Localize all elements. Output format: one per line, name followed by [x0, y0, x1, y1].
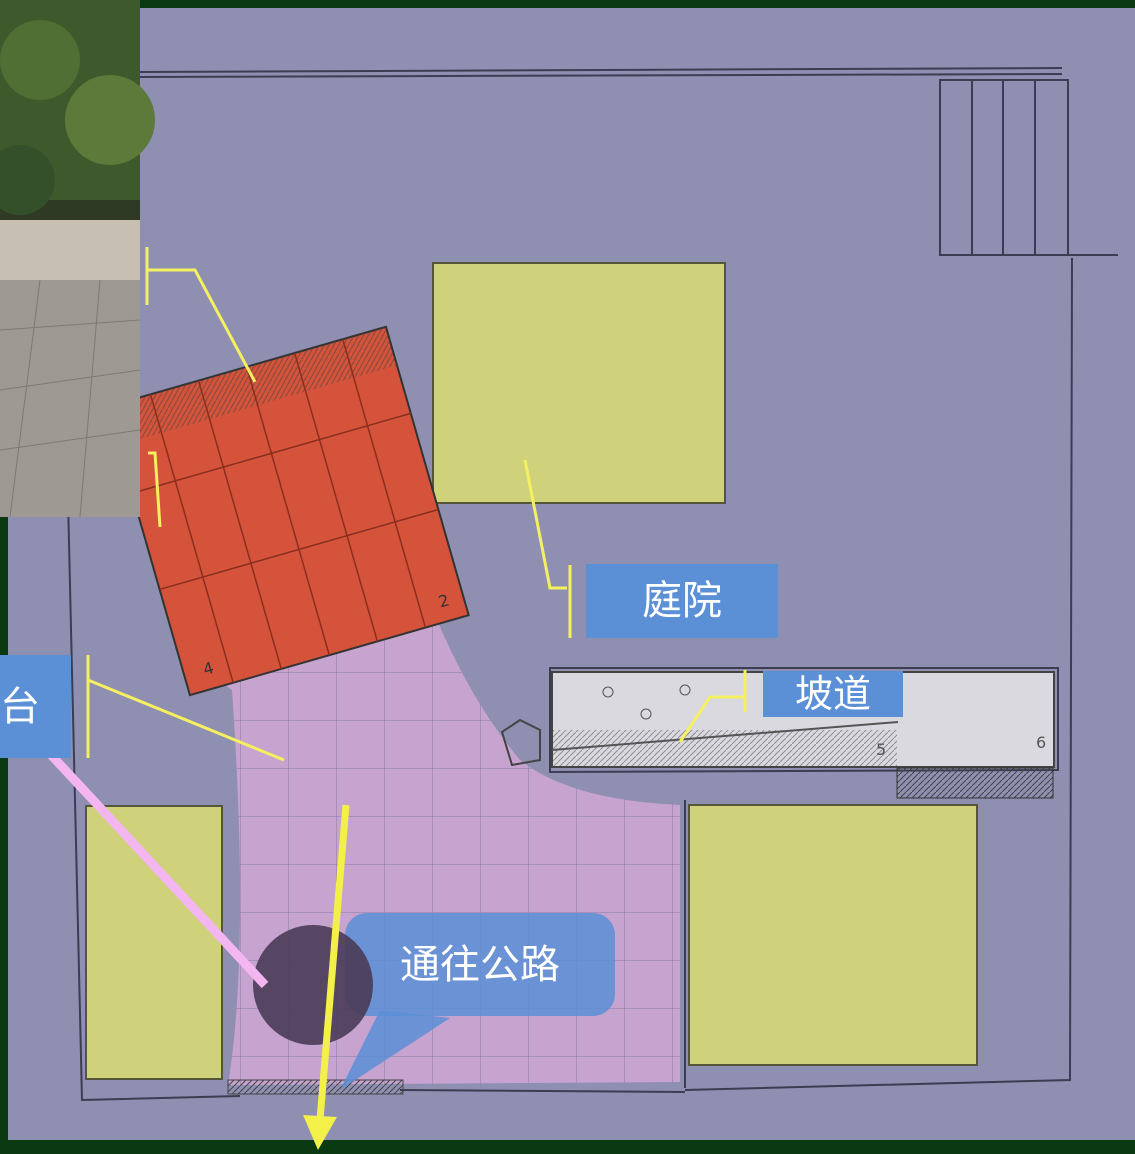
- plan-number-4: 4: [201, 658, 216, 679]
- stair-block: [939, 79, 1118, 256]
- site-boundary: [67, 67, 1073, 1102]
- plan-number-6: 6: [1036, 733, 1046, 752]
- location-marker: [253, 925, 373, 1045]
- building-block-bottom-right: [688, 804, 978, 1066]
- photo-inset: [0, 0, 155, 518]
- building-block-top: [432, 262, 726, 504]
- plan-number-2: 2: [436, 590, 451, 611]
- leader-lines: [86, 247, 747, 762]
- road-callout-bubble: [345, 913, 615, 1016]
- courtyard-label: 庭院: [586, 564, 778, 638]
- ramp-label: 坡道: [763, 671, 903, 717]
- terrace-label: 台: [0, 655, 71, 758]
- plan-number-5: 5: [876, 740, 886, 759]
- building-block-left: [85, 805, 223, 1080]
- road-callout-tail: [340, 1010, 450, 1090]
- to-road-label: 通往公路: [400, 941, 560, 988]
- red-room: 2 4: [105, 325, 470, 697]
- road-arrow: [303, 804, 350, 1150]
